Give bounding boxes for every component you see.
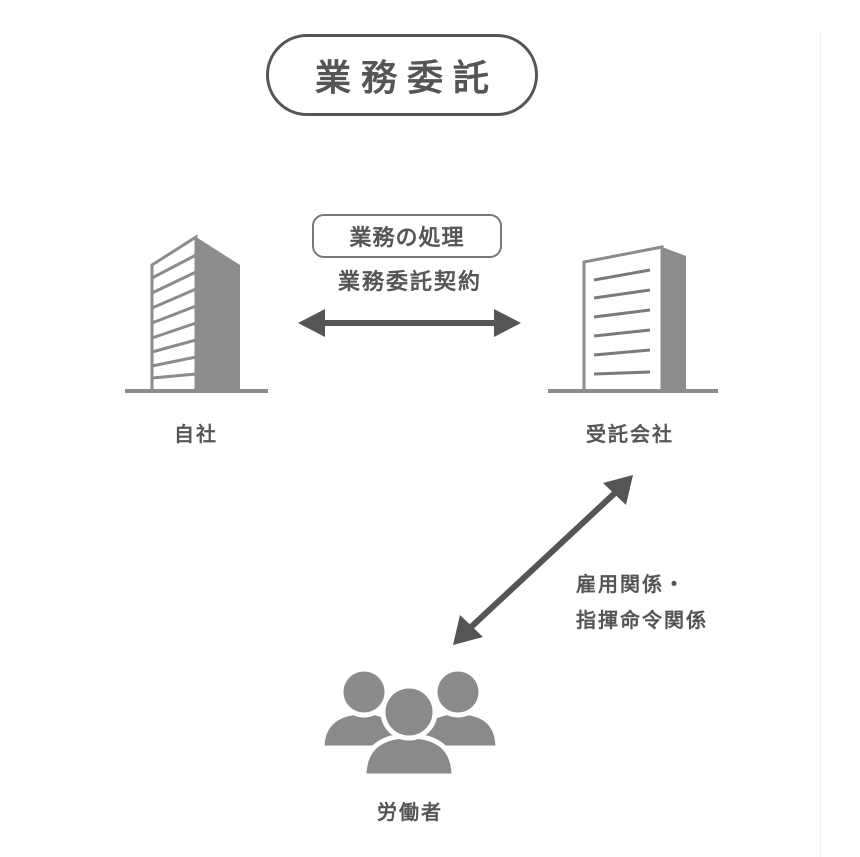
relationship-label-line2: 指揮命令関係 (576, 608, 708, 632)
own-company-label: 自社 (174, 422, 218, 446)
page-title: 業務委託 (314, 58, 499, 99)
workers-label: 労働者 (377, 800, 443, 824)
contract-type-label: 業務委託契約 (337, 270, 482, 295)
workers-group-icon (319, 666, 501, 779)
own-company-building-icon (125, 234, 268, 393)
contract-subject-label: 業務の処理 (349, 226, 465, 251)
contractor-label: 受託会社 (586, 422, 674, 446)
contract-subject-badge: 業務の処理 (312, 214, 502, 258)
contractor-building-icon (548, 245, 718, 393)
title-badge: 業務委託 (266, 34, 538, 116)
relationship-label: 雇用関係・ 指揮命令関係 (576, 566, 708, 638)
page-edge-divider (820, 30, 821, 857)
relationship-double-arrow-icon (453, 475, 633, 645)
contract-double-arrow-icon (298, 309, 521, 337)
relationship-label-line1: 雇用関係・ (576, 572, 686, 596)
